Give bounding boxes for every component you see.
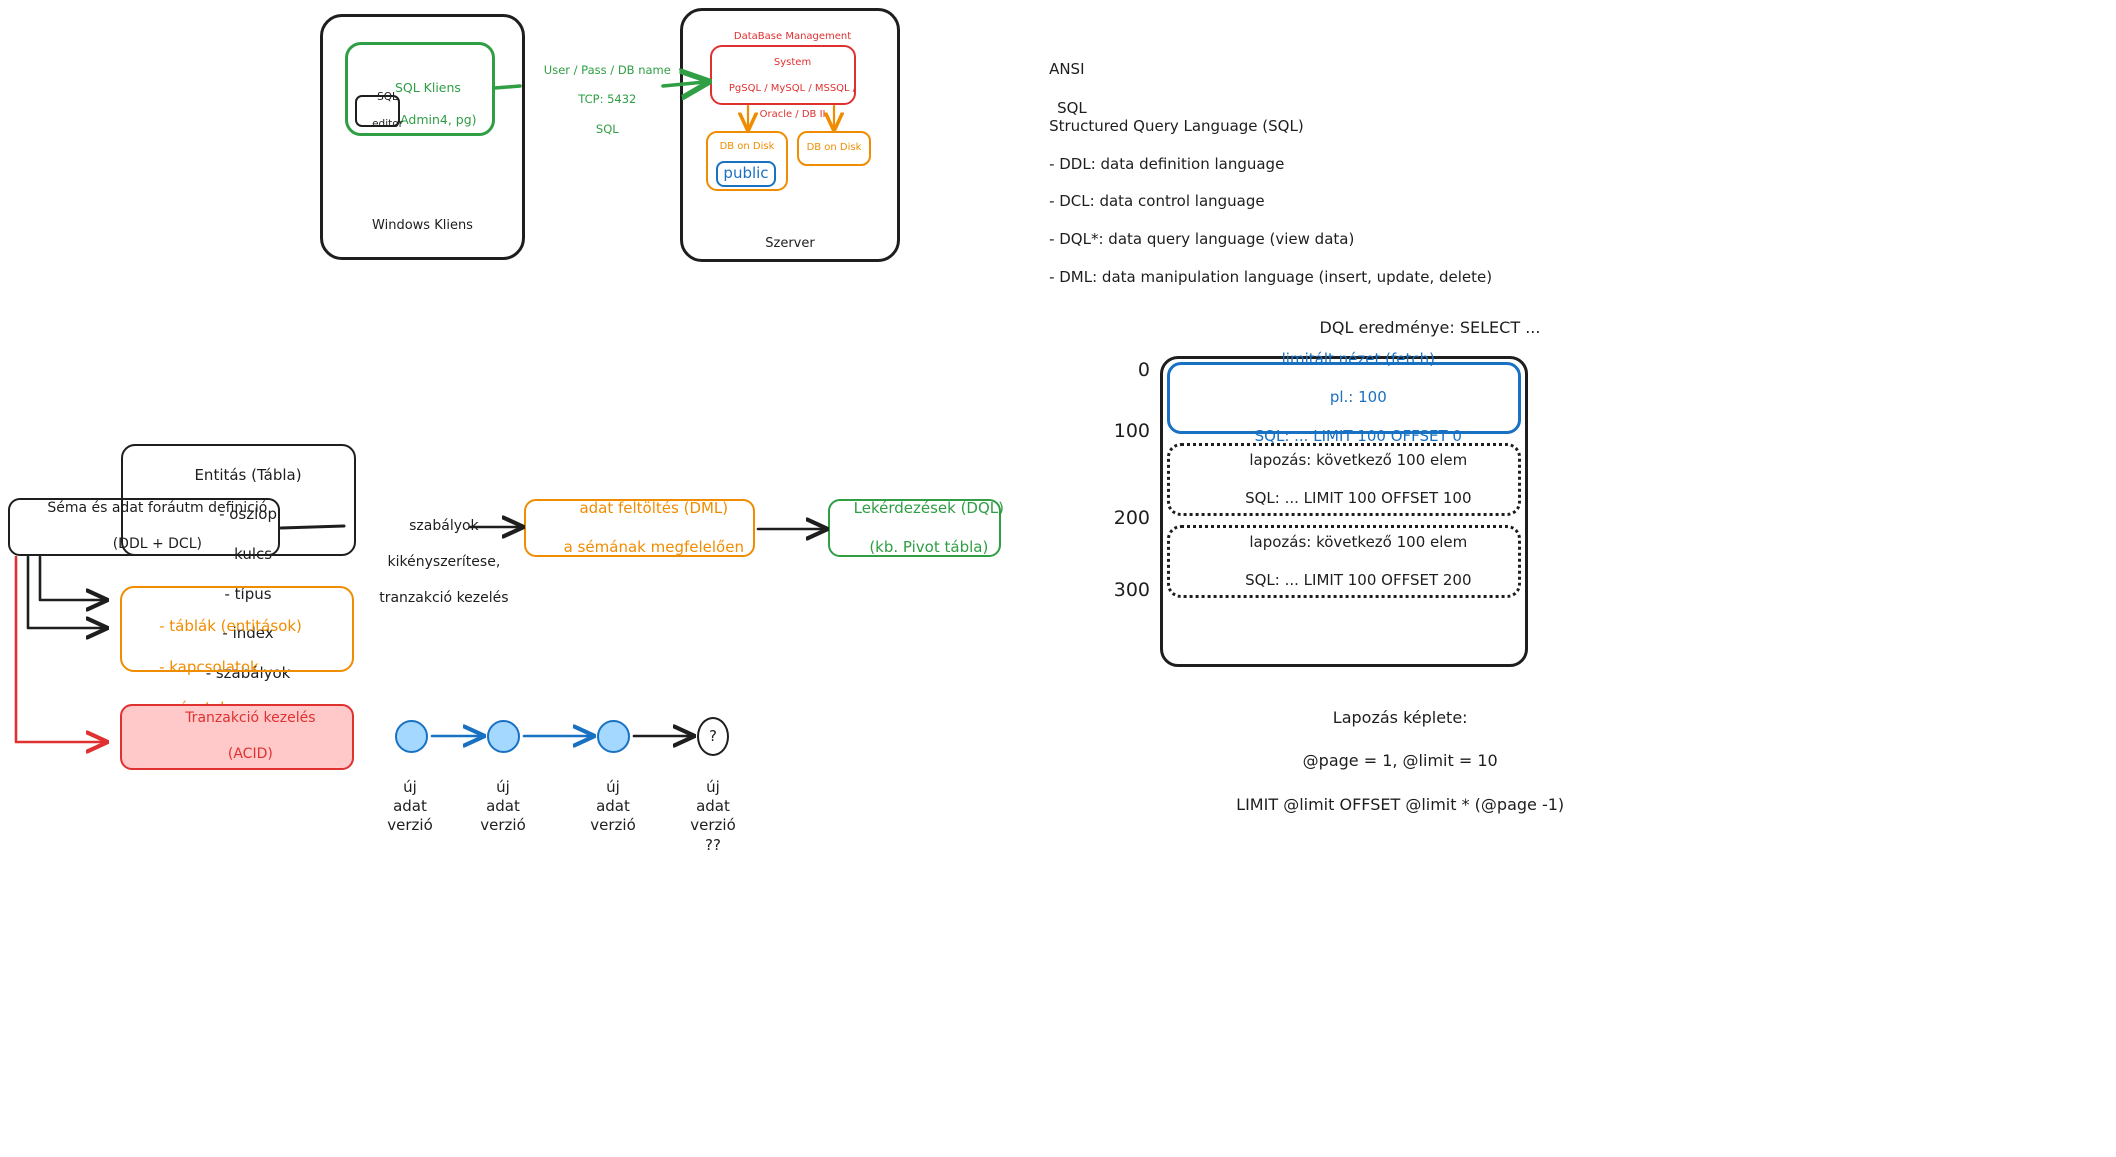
transaction-box: Tranzakció kezelés (ACID) [120, 704, 354, 770]
entity-item-4: - szabályok [205, 663, 291, 682]
db-on-disk-label-1: DB on Disk [719, 141, 775, 152]
dbms-label: DataBase Management System PgSQL / MySQL… [710, 17, 856, 134]
entity-box [121, 444, 356, 556]
sql-editor-line2: editor [372, 117, 403, 130]
ansi-line: ANSI [1049, 59, 1085, 78]
dbms-line1: DataBase Management [733, 30, 852, 42]
version-node-3-unknown: ? [697, 717, 729, 756]
rules-arrow-line2: kikényszerítese, [387, 553, 501, 570]
client-machine-box [320, 14, 525, 260]
connection-line1: User / Pass / DB name [543, 62, 671, 77]
page-box-offset-200: lapozás: következő 100 elem SQL: ... LIM… [1167, 525, 1521, 598]
sql-note-item-2: - DQL*: data query language (view data) [1049, 230, 1355, 249]
result-set-box [1160, 356, 1528, 667]
rules-arrow-label: szabályok kikényszerítese, tranzakció ke… [345, 500, 525, 625]
sql-editor-label: SQL editor [352, 77, 403, 144]
connection-line2: TCP: 5432 [578, 92, 637, 107]
rules-arrow-line1: szabályok [409, 517, 479, 534]
pagination-formula: Lapozás képlete: @page = 1, @limit = 10 … [1110, 685, 1670, 837]
sql-note-item-0: - DDL: data definition language [1049, 154, 1285, 173]
pagination-title: DQL eredménye: SELECT ... [1319, 318, 1541, 337]
entity-label: Entitás (Tábla) - oszlop - kulcs - típus… [121, 446, 356, 703]
dql-line1: Lekérdezések (DQL) [853, 499, 1004, 518]
axis-tick-0: 0 [1137, 359, 1150, 381]
transaction-line2: (ACID) [227, 745, 273, 762]
dbms-box: DataBase Management System PgSQL / MySQL… [710, 31, 856, 120]
axis-tick-200: 200 [1113, 507, 1150, 529]
dml-line2: a sémának megfelelően [563, 537, 744, 556]
axis-tick-300: 300 [1113, 579, 1150, 601]
sql-note-item-1: - DCL: data control language [1049, 192, 1265, 211]
page-offset-200-line2: SQL: ... LIMIT 100 OFFSET 200 [1245, 571, 1472, 590]
client-machine-label: Windows Kliens [372, 218, 473, 233]
dml-box: adat feltöltés (DML) a sémának megfelelő… [524, 499, 755, 557]
schema-to-transaction-elbow [14, 555, 104, 742]
formula-line1: Lapozás képlete: [1332, 707, 1468, 727]
page-box-fetch: limitált nézet (fetch) pl.: 100 SQL: ...… [1167, 350, 1521, 445]
db-objects-item-0: - táblák (entitások) [159, 617, 302, 636]
page-offset-200-line1: lapozás: következő 100 elem [1249, 532, 1468, 551]
formula-line3: LIMIT @limit OFFSET @limit * (@page -1) [1236, 794, 1565, 814]
server-machine-label: Szerver [765, 236, 815, 251]
dml-line1: adat feltöltés (DML) [579, 499, 729, 518]
page-box-fetch-label: limitált nézet (fetch) pl.: 100 SQL: ...… [1226, 331, 1462, 465]
schema-public-box: public [716, 161, 776, 187]
db-objects-box [120, 586, 354, 672]
connection-line3: SQL [595, 121, 619, 136]
formula-line2: @page = 1, @limit = 10 [1302, 751, 1498, 771]
entity-item-3: - index [222, 624, 274, 643]
db-on-disk-label-2: DB on Disk [806, 142, 862, 154]
version-node-0 [395, 720, 428, 753]
entity-item-1: - kulcs [223, 544, 273, 563]
db-objects-item-1: - kapcsolatok [159, 658, 259, 677]
page-fetch-line2: pl.: 100 [1329, 388, 1387, 407]
dql-box: Lekérdezések (DQL) (kb. Pivot tábla) [828, 499, 1004, 557]
page-fetch-line3: SQL: ... LIMIT 100 OFFSET 0 [1254, 426, 1462, 445]
page-offset-200-label: lapozás: következő 100 elem SQL: ... LIM… [1216, 514, 1471, 610]
page-fetch-line1: limitált nézet (fetch) [1281, 350, 1435, 369]
sql-sublanguages-note: Structured Query Language (SQL) - DDL: d… [1030, 98, 1650, 306]
version-node-3-glyph: ? [709, 726, 717, 745]
sql-line: SQL [1057, 98, 1087, 117]
page-offset-100-label: lapozás: következő 100 elem SQL: ... LIM… [1216, 432, 1471, 528]
sql-note-heading: Structured Query Language (SQL) [1049, 116, 1304, 135]
rules-arrow-line3: tranzakció kezelés [379, 589, 509, 606]
server-machine-box [680, 8, 900, 262]
schema-definition-line1: Séma és adat foráutm definició [47, 500, 268, 517]
entity-item-0: - oszlop [219, 505, 277, 524]
dbms-line4: Oracle / DB II [759, 108, 826, 120]
page-offset-100-line2: SQL: ... LIMIT 100 OFFSET 100 [1245, 489, 1472, 508]
transaction-line1: Tranzakció kezelés [185, 710, 316, 727]
schema-public-label: public [723, 164, 769, 183]
transaction-label: Tranzakció kezelés (ACID) [158, 692, 315, 782]
dql-line2: (kb. Pivot tábla) [869, 537, 989, 556]
page-box-offset-100: lapozás: következő 100 elem SQL: ... LIM… [1167, 443, 1521, 516]
dbms-line3: PgSQL / MySQL / MSSQL / [728, 82, 857, 94]
entity-item-2: - típus [224, 584, 272, 603]
ansi-sql-note: ANSI SQL [1030, 40, 1330, 138]
version-node-2 [597, 720, 630, 753]
version-node-1 [487, 720, 520, 753]
db-objects-label: - táblák (entitások) - kapcsolatok - néz… [140, 596, 350, 739]
dbms-line2: System [773, 56, 812, 68]
sql-editor-line1: SQL [377, 90, 398, 103]
entity-title: Entitás (Tábla) [194, 465, 302, 484]
dql-label: Lekérdezések (DQL) (kb. Pivot tábla) [825, 480, 1004, 576]
axis-tick-100: 100 [1113, 420, 1150, 442]
sql-note-item-3: - DML: data manipulation language (inser… [1049, 268, 1493, 287]
sql-client-line1: SQL Kliens [394, 80, 461, 95]
db-on-disk-box-2: DB on Disk [797, 131, 871, 166]
sql-editor-box[interactable]: SQL editor [355, 91, 403, 130]
dml-label: adat feltöltés (DML) a sémának megfelelő… [535, 480, 744, 576]
page-offset-100-line1: lapozás: következő 100 elem [1249, 450, 1468, 469]
connection-label: User / Pass / DB name TCP: 5432 SQL [520, 48, 680, 151]
